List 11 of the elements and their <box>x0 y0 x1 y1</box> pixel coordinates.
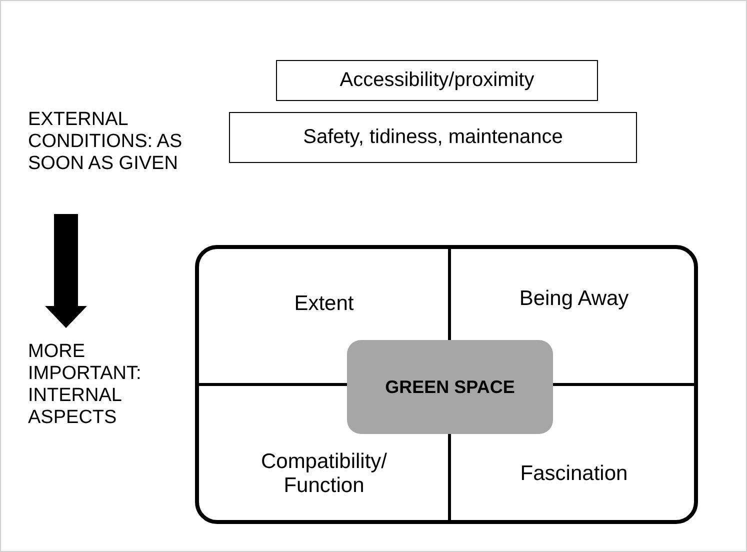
condition-box: Safety, tidiness, maintenance <box>229 112 637 163</box>
quadrant-label: Compatibility/ Function <box>229 434 419 514</box>
quadrant-label: Extent <box>209 269 439 339</box>
quadrant-label: Fascination <box>459 434 689 514</box>
condition-box: Accessibility/proximity <box>276 60 598 101</box>
side-note: MORE IMPORTANT: INTERNAL ASPECTS <box>28 330 198 440</box>
rounded-panel <box>195 245 698 524</box>
quadrant-label: Being Away <box>459 269 689 329</box>
arrow <box>45 214 87 328</box>
side-note: EXTERNAL CONDITIONS: AS SOON AS GIVEN <box>28 86 208 198</box>
center-box: GREEN SPACE <box>347 340 553 434</box>
